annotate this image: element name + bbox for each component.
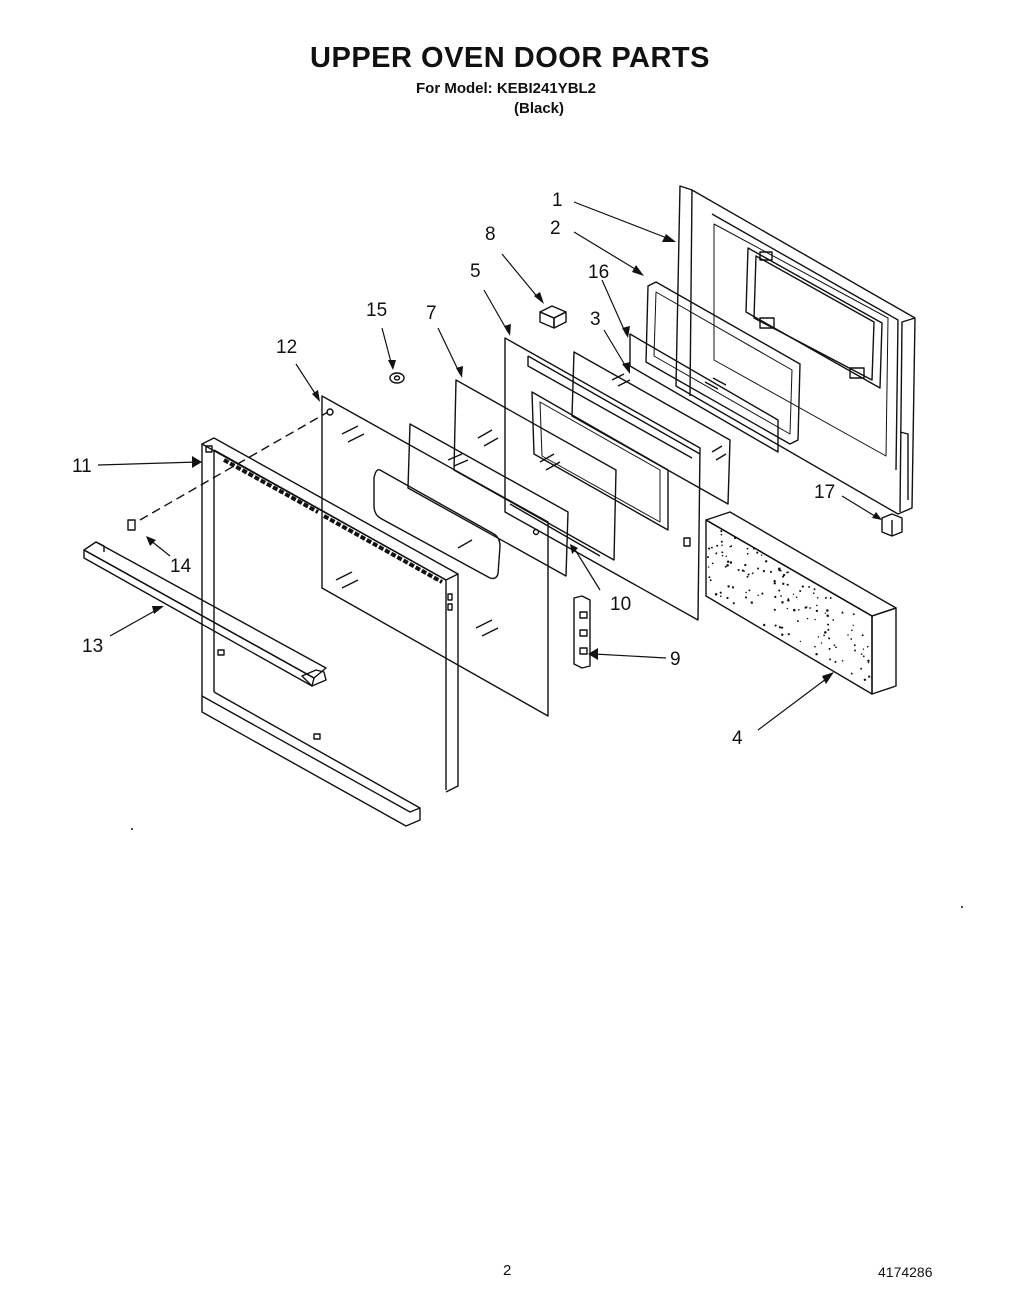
callout-1: 1 — [552, 190, 563, 211]
leader-lines — [97, 201, 879, 731]
callout-10: 10 — [610, 594, 631, 615]
callout-8: 8 — [485, 224, 496, 245]
part-16-insulation — [629, 333, 779, 453]
callout-14: 14 — [170, 556, 192, 577]
callout-17: 17 — [814, 482, 835, 503]
part-3-inner-glass — [571, 351, 731, 505]
part-2-gasket — [645, 281, 801, 445]
vent-slots — [223, 458, 443, 584]
part-8-clip — [539, 305, 567, 329]
callout-5: 5 — [470, 261, 481, 282]
part-7-middle-glass — [453, 379, 617, 561]
callout-13: 13 — [82, 636, 103, 657]
document-number: 4174286 — [878, 1264, 933, 1280]
callout-2: 2 — [550, 218, 561, 239]
page-number: 2 — [503, 1262, 512, 1279]
part-12-outer-glass — [321, 395, 549, 717]
model-variant: (Black) — [514, 100, 565, 117]
callout-numbers: 1 2 3 4 5 7 8 9 10 11 12 13 14 15 16 17 — [72, 190, 835, 749]
callout-3: 3 — [590, 309, 601, 330]
part-4-insulation-block — [705, 511, 897, 695]
model-line: For Model: KEBI241YBL2 — [416, 80, 597, 97]
part-1-inner-door-panel — [675, 185, 916, 515]
callout-7: 7 — [426, 303, 437, 324]
part-17-bumper — [881, 513, 903, 537]
part-10-glass-spacer — [407, 423, 569, 577]
callout-4: 4 — [732, 728, 743, 749]
part-15-grommet — [389, 372, 405, 384]
callout-12: 12 — [276, 337, 297, 358]
alignment-line — [139, 411, 329, 521]
page-title: UPPER OVEN DOOR PARTS — [310, 42, 710, 74]
part-9-hinge-bracket — [573, 595, 591, 669]
part-5-door-liner — [504, 337, 701, 621]
callout-15: 15 — [366, 300, 387, 321]
insulation-speckle — [707, 530, 871, 682]
callout-9: 9 — [670, 649, 681, 670]
part-13-handle — [83, 541, 327, 687]
callout-11: 11 — [72, 456, 92, 477]
part-14-screw — [127, 519, 136, 531]
leader-arrowheads — [146, 234, 882, 684]
callout-16: 16 — [588, 262, 609, 283]
part-11-door-frame — [201, 437, 459, 827]
